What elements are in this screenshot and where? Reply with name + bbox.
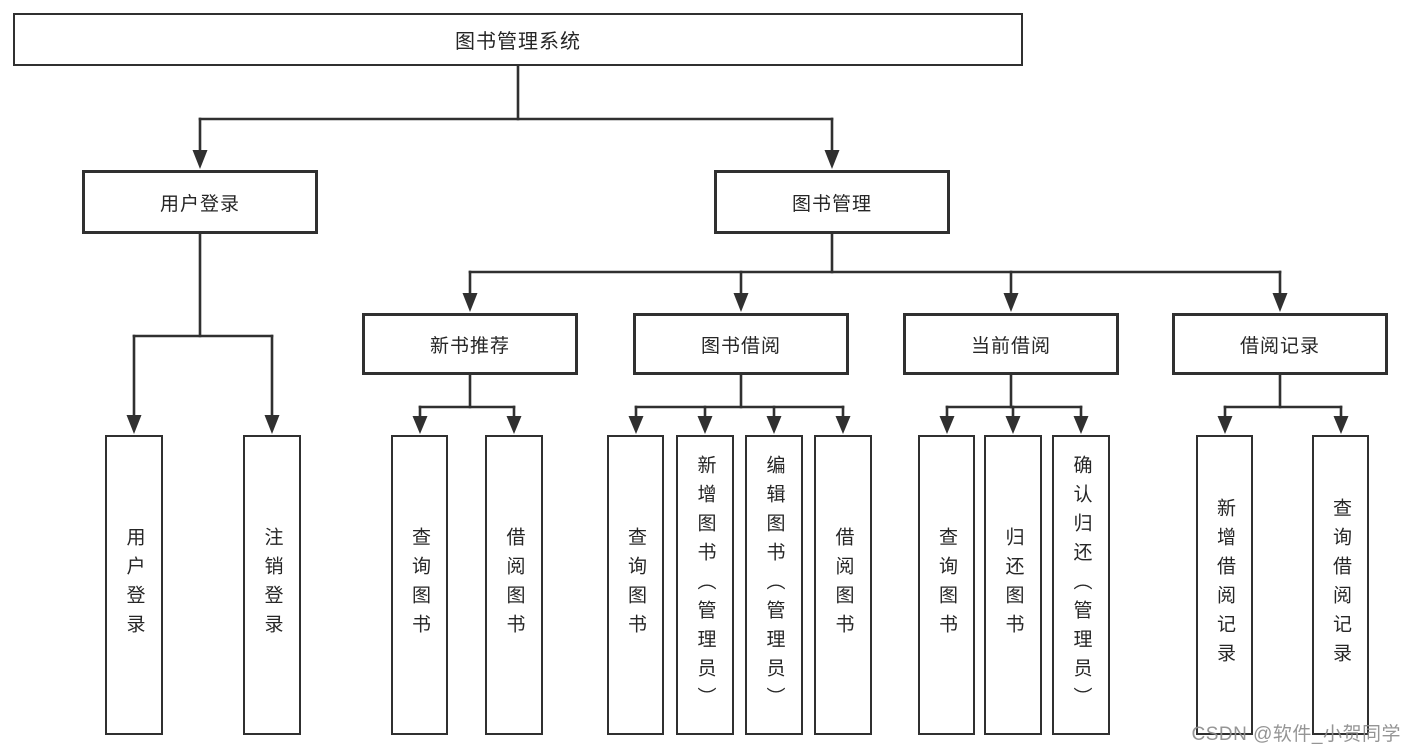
node-book-borrow: 图书借阅 — [633, 313, 849, 375]
node-book-management: 图书管理 — [714, 170, 950, 234]
leaf-label: 归还图书 — [1002, 527, 1024, 643]
leaf-confirm-return-admin: 确认归还（管理员） — [1052, 435, 1110, 735]
leaf-add-borrow-record: 新增借阅记录 — [1196, 435, 1253, 735]
leaf-add-book-admin: 新增图书（管理员） — [676, 435, 734, 735]
node-system-root: 图书管理系统 — [13, 13, 1023, 66]
leaf-label: 编辑图书（管理员） — [763, 454, 785, 716]
node-new-book-recommend: 新书推荐 — [362, 313, 578, 375]
leaf-edit-book-admin: 编辑图书（管理员） — [745, 435, 803, 735]
leaf-label: 查询图书 — [625, 527, 646, 643]
leaf-label: 查询图书 — [409, 527, 430, 643]
leaf-query-books-recommend: 查询图书 — [391, 435, 448, 735]
leaf-logout: 注销登录 — [243, 435, 301, 735]
leaf-label: 新增图书（管理员） — [694, 454, 716, 716]
leaf-label: 确认归还（管理员） — [1070, 454, 1092, 716]
leaf-label: 借阅图书 — [503, 527, 525, 643]
leaf-query-books-current: 查询图书 — [918, 435, 975, 735]
leaf-return-book: 归还图书 — [984, 435, 1042, 735]
leaf-label: 注销登录 — [261, 527, 283, 643]
leaf-label: 借阅图书 — [832, 527, 854, 643]
leaf-borrow-books: 借阅图书 — [814, 435, 872, 735]
leaf-user-login: 用户登录 — [105, 435, 163, 735]
leaf-label: 查询借阅记录 — [1330, 498, 1351, 672]
leaf-borrow-books-recommend: 借阅图书 — [485, 435, 543, 735]
node-borrow-records: 借阅记录 — [1172, 313, 1388, 375]
leaf-label: 新增借阅记录 — [1214, 498, 1235, 672]
leaf-query-books-borrow: 查询图书 — [607, 435, 664, 735]
leaf-label: 查询图书 — [936, 527, 957, 643]
node-current-borrow: 当前借阅 — [903, 313, 1119, 375]
watermark: CSDN @软件_小贺同学 — [1191, 724, 1401, 745]
node-user-login: 用户登录 — [82, 170, 318, 234]
leaf-label: 用户登录 — [123, 527, 145, 643]
leaf-query-borrow-record: 查询借阅记录 — [1312, 435, 1369, 735]
